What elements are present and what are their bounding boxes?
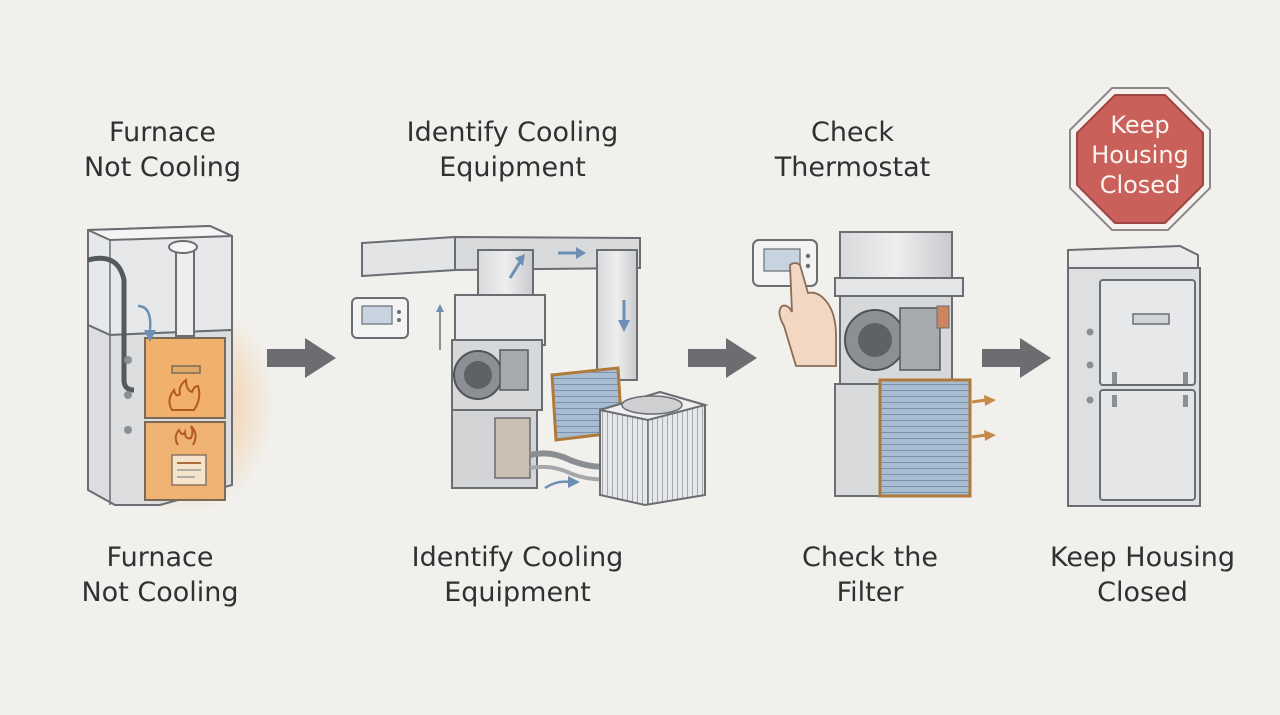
closed-furnace-icon — [1067, 244, 1201, 507]
step3-bottom-label: Check the Filter — [802, 542, 938, 608]
step4-bottom-label: Keep Housing Closed — [1049, 542, 1236, 608]
thermostat-icon — [752, 239, 837, 367]
arrow-right-icon — [688, 338, 757, 378]
arrow-right-icon — [267, 338, 336, 378]
step1-top-label: Furnace Not Cooling — [83, 117, 242, 183]
step1-bottom-label: Furnace Not Cooling — [81, 542, 239, 608]
stop-sign-icon — [1069, 87, 1211, 231]
step3-top-label: Check Thermostat — [774, 117, 931, 183]
step2-bottom-label: Identify Cooling Equipment — [411, 542, 624, 608]
furnace-icon — [87, 224, 275, 515]
step2-top-label: Identify Cooling Equipment — [406, 117, 619, 183]
stop-sign-text: Keep Housing Closed — [1091, 111, 1189, 199]
air-handler-icon — [834, 231, 996, 498]
arrow-right-icon — [982, 338, 1051, 378]
cooling-system-icon — [351, 235, 709, 507]
